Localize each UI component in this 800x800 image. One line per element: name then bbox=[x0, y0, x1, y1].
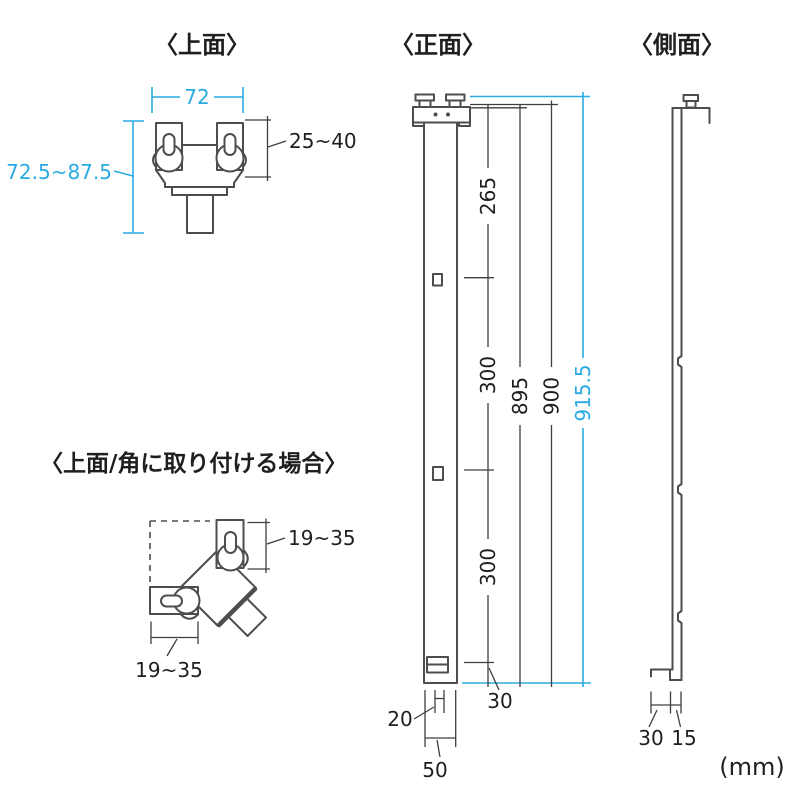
front-foot-outer-label: 50 bbox=[422, 758, 447, 782]
top-view-title: 〈上面〉 bbox=[154, 31, 250, 59]
front-pole bbox=[412, 93, 471, 684]
top-width-dimension: 72 bbox=[151, 84, 244, 113]
top-clamp-range-dimension: 72.5~87.5 bbox=[6, 120, 144, 234]
front-bottom-dimensions: 20 50 bbox=[387, 690, 457, 782]
corner-contact-edge bbox=[216, 586, 258, 628]
front-view-title: 〈正面〉 bbox=[390, 31, 486, 59]
profile-back-edge bbox=[677, 107, 683, 681]
front-view: 〈正面〉 265 300 300 895 900 915.5 3 bbox=[387, 31, 595, 782]
top-plate-range-label: 25~40 bbox=[289, 129, 357, 153]
side-view-title: 〈側面〉 bbox=[629, 31, 725, 59]
side-foot-depth-label: 30 bbox=[638, 726, 663, 750]
pole-stub bbox=[186, 194, 214, 234]
clamp-ear-left bbox=[412, 121, 425, 127]
corner-view-title: 〈上面/角に取り付ける場合〉 bbox=[40, 450, 347, 477]
front-seg-low-label: 300 bbox=[476, 548, 500, 586]
corner-range-top-label: 19~35 bbox=[288, 526, 356, 550]
clamp-ear-right bbox=[458, 121, 471, 127]
side-view: 〈側面〉 30 15 bbox=[629, 31, 725, 750]
screw-hole bbox=[433, 112, 438, 117]
side-thickness-label: 15 bbox=[671, 726, 696, 750]
top-keyhole-slot bbox=[224, 531, 237, 554]
corner-mount-view: 〈上面/角に取り付ける場合〉 19~35 bbox=[40, 450, 356, 682]
knob-neck bbox=[685, 100, 697, 109]
front-len-b-label: 900 bbox=[540, 377, 564, 415]
side-profile bbox=[650, 94, 711, 681]
corner-range-side-label: 19~35 bbox=[135, 658, 203, 682]
left-tab bbox=[180, 613, 199, 620]
left-keyhole-slot bbox=[162, 133, 176, 156]
top-plate-range-dimension: 25~40 bbox=[245, 116, 357, 181]
front-bottom-gap-label: 30 bbox=[487, 689, 512, 713]
hook-slot-lower bbox=[432, 466, 444, 481]
front-seg-top-label: 265 bbox=[476, 177, 500, 215]
front-seg-mid-label: 300 bbox=[476, 356, 500, 394]
clamp-plate bbox=[412, 106, 471, 124]
pole-bar bbox=[423, 121, 458, 684]
top-tab bbox=[242, 549, 249, 568]
corner-desk-edges bbox=[149, 520, 210, 584]
front-foot-inner-label: 20 bbox=[387, 707, 412, 731]
left-keyhole-slot bbox=[160, 594, 183, 608]
top-view: 〈上面〉 72 72.5~87.5 bbox=[6, 31, 357, 234]
right-keyhole-slot bbox=[223, 133, 237, 156]
corner-right-dimension: 19~35 bbox=[247, 518, 356, 573]
front-len-a-label: 895 bbox=[508, 377, 532, 415]
top-clamp-range-label: 72.5~87.5 bbox=[6, 160, 112, 184]
front-total-length-label: 915.5 bbox=[571, 364, 595, 421]
unit-label: (mm) bbox=[719, 753, 784, 781]
screw-hole bbox=[446, 112, 450, 117]
hook-slot-upper bbox=[432, 273, 443, 287]
top-clamp-body bbox=[152, 122, 247, 234]
side-bottom-dimensions: 30 15 bbox=[638, 691, 697, 750]
corner-bottom-dimension: 19~35 bbox=[135, 621, 203, 682]
top-width-label: 72 bbox=[184, 85, 209, 109]
corner-clamp-body bbox=[149, 519, 267, 637]
